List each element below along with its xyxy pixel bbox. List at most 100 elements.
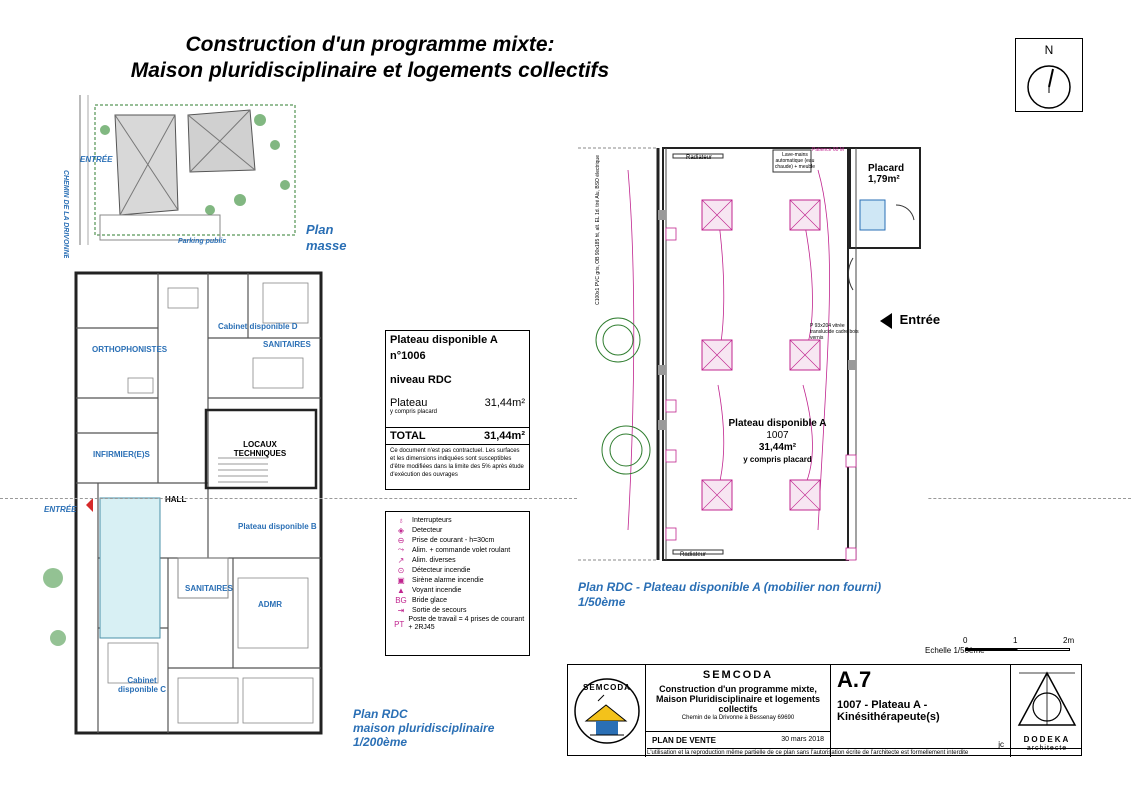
legend-list: ♁ Interrupteurs◈Detecteur⊖ Prise de couran…	[386, 512, 529, 633]
switch-icon: ♁	[398, 515, 404, 525]
legend-label: Sortie de secours	[412, 606, 467, 614]
initials: jc	[998, 740, 1004, 749]
room-locaux-techniques: LOCAUX TECHNIQUES	[233, 440, 287, 458]
site-plan-drawing	[60, 90, 305, 250]
plan-type-row: PLAN DE VENTE 30 mars 2018	[646, 731, 830, 745]
radiator-top-label: Radiateur	[686, 155, 713, 161]
street-label: CHEMIN DE LA DRIVONNE	[62, 170, 69, 260]
sink-label: Lave-mains automatique (eau chaude) + me…	[774, 152, 816, 170]
plan-date: 30 mars 2018	[781, 736, 824, 743]
room-plateau-b: Plateau disponible B	[238, 522, 317, 531]
sheet-desc-1: 1007 - Plateau A -	[837, 699, 928, 711]
architect-name: DODEKA	[1023, 735, 1071, 744]
title-line-1: Construction d'un programme mixte:	[185, 33, 555, 56]
legend-item: ◈Detecteur	[390, 525, 529, 535]
ground-floor-label-3: 1/200ème	[353, 735, 408, 749]
legend-item: ⇥ Sortie de secours	[390, 605, 529, 615]
legend-label: Bride glace	[412, 596, 448, 604]
legend-item: ↗Alim. diverses	[390, 555, 529, 565]
north-label: N	[1044, 43, 1054, 57]
placard-title: Placard	[868, 163, 905, 174]
ground-floor-label-2: maison pluridisciplinaire	[353, 721, 495, 735]
radiator-bottom-label: Radiateur	[680, 552, 707, 558]
title-block: SEMCODA SEMCODA Construction d'un progra…	[567, 664, 1082, 757]
sheet-desc-2: Kinésithérapeute(s)	[837, 711, 940, 723]
scale-bar-graphic	[965, 648, 1070, 651]
ground-floor-plan-drawing	[38, 258, 343, 743]
plateau-a-label: Plateau disponible A 1007 31,44m² y comp…	[700, 418, 855, 466]
ground-floor-plan-label: Plan RDC maison pluridisciplinaire 1/200…	[353, 707, 494, 749]
entrance-arrow-icon	[880, 312, 892, 329]
title-line-2: Maison pluridisciplinaire et logements c…	[130, 59, 610, 82]
power-icon: ↗	[397, 555, 405, 565]
room-cabinet-c: Cabinet disponible C	[118, 676, 166, 694]
warning-light-icon: ▲	[397, 585, 405, 595]
info-placard-note: y compris placard	[390, 409, 438, 415]
ground-floor-entrance-label: ENTRÉE	[44, 505, 77, 514]
info-plateau-value: 31,44m²	[484, 397, 525, 409]
sheet-info: A.7 1007 - Plateau A - Kinésithérapeute(…	[831, 665, 1011, 757]
placard-label: Placard 1,79m²	[868, 163, 904, 185]
info-total-row: TOTAL 31,44m²	[386, 427, 529, 445]
entrance-label: Entrée	[880, 312, 940, 329]
info-level: niveau RDC	[390, 374, 452, 386]
glass-bridge-icon: BG	[395, 595, 407, 605]
exit-icon: ⇥	[397, 605, 405, 615]
semcoda-logo: SEMCODA	[568, 665, 646, 757]
room-orthophonistes: ORTHOPHONISTES	[92, 345, 168, 354]
project-line-2: Maison Pluridisciplinaire et logements	[655, 694, 821, 704]
legend-item: ♁ Interrupteurs	[390, 515, 529, 525]
legend-item: ⊖ Prise de courant - h=30cm	[390, 535, 529, 545]
legend-label: Poste de travail = 4 prises de courant +…	[408, 616, 525, 631]
legend-label: Alim. + commande volet roulant	[412, 546, 511, 554]
door-note: P 93x204 vitrée translucide cadre bois v…	[810, 323, 859, 341]
siren-icon: ▣	[397, 575, 405, 585]
legend-label: Voyant incendie	[412, 586, 462, 594]
sheet-number: A.7	[837, 667, 872, 692]
site-entrance-label: ENTRÉE	[80, 155, 113, 164]
legend-label: Interrupteurs	[412, 516, 452, 524]
legend-label: Prise de courant - h=30cm	[412, 536, 495, 544]
disclaimer: L'utilisation et la reproduction même pa…	[647, 748, 1082, 756]
info-heading-2: n°1006	[390, 350, 426, 362]
project-line-1: Construction d'un programme mixte,	[659, 684, 817, 694]
plan-type: PLAN DE VENTE	[652, 736, 717, 745]
semcoda-logo-icon	[574, 678, 640, 744]
scale-tick-1: 1	[1013, 636, 1018, 645]
outlet-icon: ⊖	[397, 535, 405, 545]
fire-detector-icon: ⊙	[397, 565, 405, 575]
scale-bar: 0 1 2m Echelle 1/50ème	[925, 636, 1075, 656]
entrance-text: Entrée	[899, 312, 941, 327]
company-name: SEMCODA	[702, 669, 774, 681]
site-plan-label: Plan masse	[306, 222, 346, 254]
dodeka-logo-icon	[1017, 671, 1077, 726]
plateau-a-plan-label-2: 1/50ème	[578, 595, 626, 609]
info-plateau-label: Plateau	[390, 397, 428, 409]
document-title: Construction d'un programme mixte: Maiso…	[100, 32, 640, 84]
info-plateau-row: Plateau 31,44m²	[386, 397, 529, 409]
info-heading-1: Plateau disponible A	[390, 334, 498, 346]
legend-item: ⊙Détecteur incendie	[390, 565, 529, 575]
workstation-icon: PT	[394, 619, 405, 629]
scale-tick-2: 2m	[1063, 636, 1075, 645]
semcoda-logo-text: SEMCODA	[583, 683, 631, 692]
legend-item: BG Bride glace	[390, 595, 529, 605]
room-hall: HALL	[165, 495, 187, 504]
room-admr: ADMR	[258, 600, 282, 609]
plateau-a-plan-drawing	[578, 140, 928, 580]
info-total-value: 31,44m²	[484, 430, 525, 442]
title-block-main: SEMCODA Construction d'un programme mixt…	[646, 665, 831, 757]
room-sanitaires-top: SANITAIRES	[263, 340, 311, 349]
room-sanitaires-mid: SANITAIRES	[185, 584, 233, 593]
plateau-a-note: y compris placard	[743, 455, 812, 464]
project-address: Chemin de la Drivonne à Bessenay 69690	[681, 715, 795, 721]
patience-label: Patience 60 M	[812, 147, 844, 153]
plateau-a-area: 31,44m²	[758, 442, 797, 453]
plateau-a-title: Plateau disponible A	[728, 418, 827, 429]
project-line-3: collectifs	[718, 704, 758, 714]
room-cabinet-d: Cabinet disponible D	[218, 322, 298, 331]
window-note: C100x1 PVC gris, OB 90x185 ht, alt. EL 1…	[595, 155, 601, 305]
legend-label: Detecteur	[412, 526, 443, 534]
plateau-a-number: 1007	[766, 430, 789, 441]
